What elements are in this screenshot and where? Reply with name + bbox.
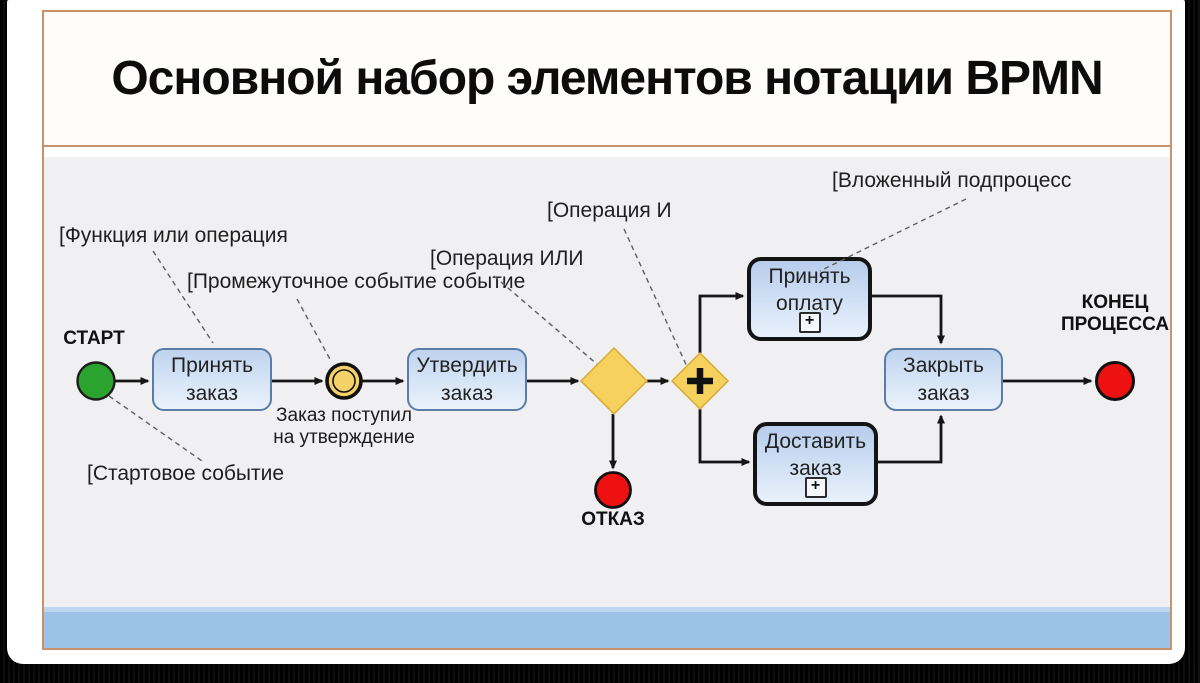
slide-page: Основной набор элементов нотации BPMN — [7, 0, 1185, 664]
annotation-subprocess: [Вложенный подпроцесс — [832, 169, 1072, 192]
footer-bar — [44, 607, 1170, 648]
task-approve-order-label: Утвердить заказ — [416, 353, 518, 405]
subprocess-plus-marker-icon: + — [804, 477, 827, 498]
label-start: СТАРТ — [63, 328, 125, 349]
subprocess-deliver-order: Доставить заказ + — [753, 422, 878, 506]
subprocess-plus-marker-icon: + — [798, 312, 821, 333]
title-box: Основной набор элементов нотации BPMN — [42, 10, 1172, 147]
subprocess-accept-payment-label: Принять оплату — [768, 265, 851, 315]
subprocess-accept-payment: Принять оплату + — [747, 257, 872, 341]
task-close-order-label: Закрыть заказ — [903, 353, 984, 405]
annotation-and-gateway: [Операция И — [547, 199, 672, 222]
annotation-xor-gateway: [Операция ИЛИ — [430, 247, 584, 270]
task-accept-order: Принять заказ — [152, 348, 272, 411]
subprocess-deliver-order-label: Доставить заказ — [764, 430, 867, 480]
annotation-function: [Функция или операция — [59, 224, 288, 247]
annotation-start-event: [Стартовое событие — [87, 462, 285, 485]
label-intermediate-note: Заказ поступил на утверждение — [273, 405, 415, 448]
page-title: Основной набор элементов нотации BPMN — [111, 52, 1103, 105]
task-close-order: Закрыть заказ — [884, 348, 1003, 411]
annotation-intermediate-event: [Промежуточное событие событие — [187, 270, 526, 293]
task-approve-order: Утвердить заказ — [407, 348, 527, 411]
label-reject: ОТКАЗ — [581, 509, 645, 530]
task-accept-order-label: Принять заказ — [170, 353, 254, 405]
label-end: КОНЕЦ ПРОЦЕССА — [1060, 292, 1170, 335]
